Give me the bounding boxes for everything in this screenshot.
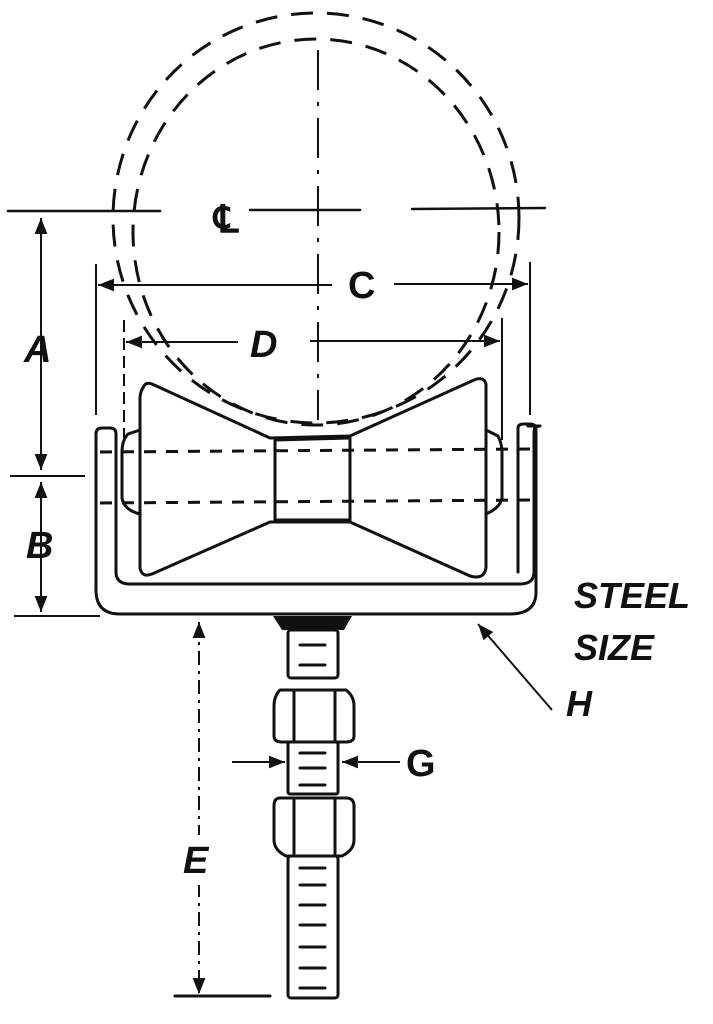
threaded-rod [272,616,356,1000]
label-G: G [406,743,436,785]
label-B: B [26,525,53,567]
callout-size: SIZE [574,627,655,668]
dimension-E [173,622,272,998]
dimension-C [95,262,531,415]
leader-H [477,623,553,711]
u-bracket [94,422,542,616]
roller [99,377,531,579]
horizontal-centerline [6,206,547,213]
dimension-A [10,218,85,477]
label-C: C [348,265,375,307]
label-D: D [250,324,277,366]
dimension-B [14,482,100,617]
label-H: H [566,683,593,724]
label-E: E [183,840,210,882]
pipe-outline [111,11,521,427]
centerline-symbol: ℄ [212,199,239,241]
dimension-D [123,318,503,440]
label-A: A [23,329,51,371]
callout-steel: STEEL [574,575,690,616]
